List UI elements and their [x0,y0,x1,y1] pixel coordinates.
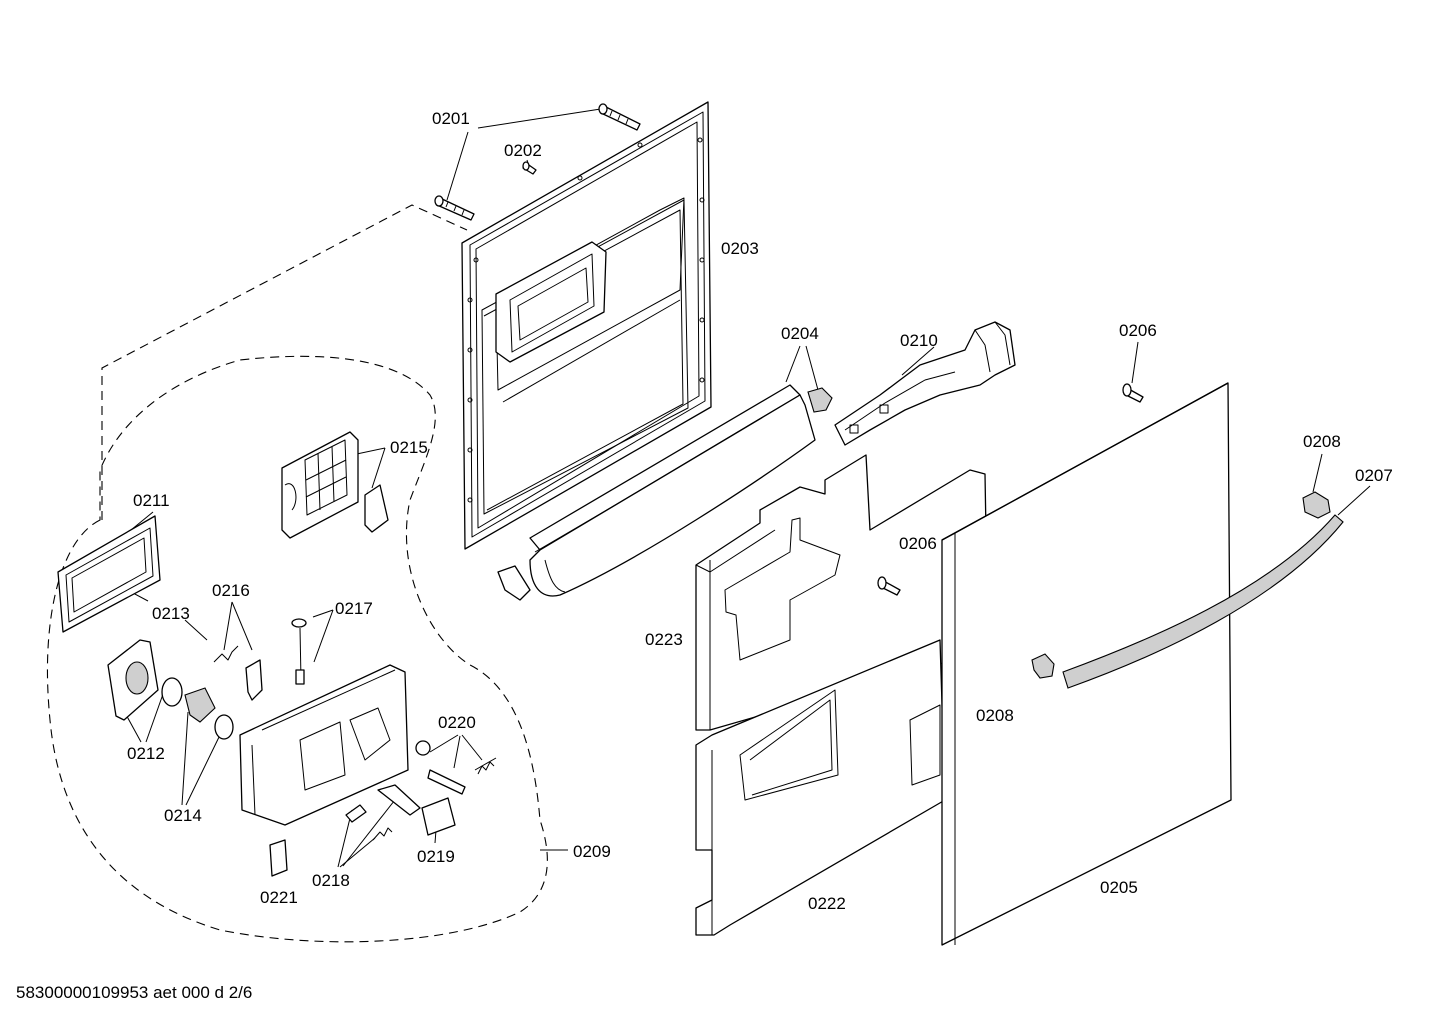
assembly-outline [46,204,548,943]
spring-0216 [213,645,263,701]
label-0221: 0221 [260,888,298,907]
label-0222: 0222 [808,894,846,913]
label-0201: 0201 [432,109,470,128]
label-0219: 0219 [417,847,455,866]
screw-0201-top [598,103,641,131]
label-0216: 0216 [212,581,250,600]
ball-lever-0220 [415,740,497,795]
end-cap-0208-bottom [1031,653,1055,679]
label-0207: 0207 [1355,466,1393,485]
label-0202: 0202 [504,141,542,160]
label-0203: 0203 [721,239,759,258]
plate-0221 [269,839,288,877]
label-0215: 0215 [390,438,428,457]
dispenser-cover-0212 [107,639,183,721]
footer-reference: 58300000109953 aet 000 d 2/6 [16,983,252,1002]
end-cap-0208-top [1302,491,1331,519]
screw-0201-left [434,195,475,221]
dispenser-housing-0209 [239,664,409,826]
label-0220: 0220 [438,713,476,732]
label-0210: 0210 [900,331,938,350]
label-0204: 0204 [781,324,819,343]
screw-0206-mid [877,576,901,596]
switch-0219 [421,797,456,836]
valve-0214 [184,687,234,740]
label-0209: 0209 [573,842,611,861]
door-rail-0204 [497,384,833,601]
part-labels: 0201 0202 0203 0204 0210 0206 0208 0207 … [127,109,1393,913]
label-0211: 0211 [133,491,170,510]
window-frame-0211 [57,515,161,633]
panel-0222 [695,639,946,936]
label-0206-top: 0206 [1119,321,1157,340]
pin-0217 [291,618,307,685]
label-0218: 0218 [312,871,350,890]
handle-0207 [1062,514,1344,689]
label-0208-top: 0208 [1303,432,1341,451]
label-0212: 0212 [127,744,165,763]
screw-0202 [522,161,537,175]
dispenser-0215 [281,431,389,539]
hinge-bracket-0210 [834,321,1016,446]
label-0217: 0217 [335,599,373,618]
label-0214: 0214 [164,806,202,825]
lever-0218 [345,784,421,841]
label-0206-mid: 0206 [899,534,937,553]
inner-door-0203 [461,101,712,550]
label-0208-bottom: 0208 [976,706,1014,725]
label-0223: 0223 [645,630,683,649]
screw-0206-top [1122,383,1144,403]
label-0205: 0205 [1100,878,1138,897]
label-0213: 0213 [152,604,190,623]
